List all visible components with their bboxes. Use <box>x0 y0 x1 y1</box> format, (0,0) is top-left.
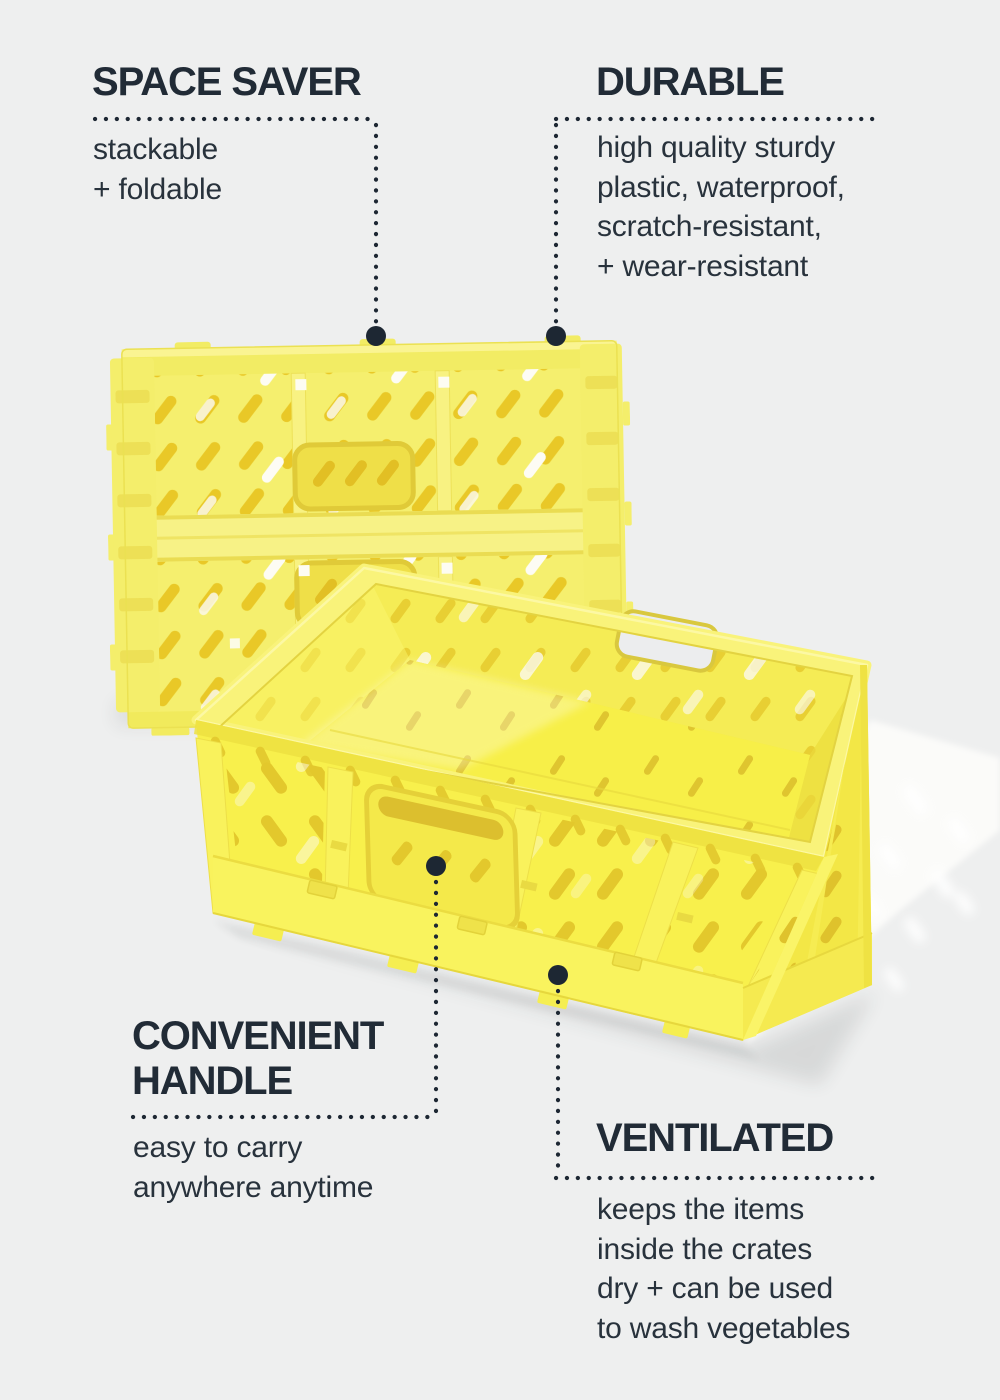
folded-crate-shadow <box>115 700 365 726</box>
open-crate-right-wall <box>742 665 873 1040</box>
callout-title: SPACE SAVER <box>92 60 362 104</box>
folded-crate-handle-recesses <box>292 441 418 630</box>
callout-dot-space-saver <box>366 326 386 346</box>
folded-crate-image <box>106 335 634 736</box>
base-latches <box>306 879 643 972</box>
callout-ventilated: VENTILATED <box>596 1116 834 1161</box>
light-patch <box>115 700 1000 1046</box>
open-crate-back-handle-cutout <box>614 609 720 673</box>
folded-crate-feet <box>151 720 596 736</box>
callout-title: DURABLE <box>596 60 785 104</box>
open-crate-floor <box>255 660 810 892</box>
front-wall-top-slot-row <box>209 735 809 885</box>
open-crate-rim <box>191 563 872 862</box>
folded-crate-side-rails <box>106 343 634 713</box>
callout-space-saver: SPACE SAVER <box>92 60 362 105</box>
callout-title: CONVENIENT HANDLE <box>132 1014 384 1104</box>
folded-crate-middle-band <box>124 507 621 563</box>
callout-dot-handle <box>426 856 446 876</box>
callout-dot-ventilated <box>548 965 568 985</box>
callout-durable-description: high quality sturdy plastic, waterproof,… <box>597 131 845 283</box>
light-dapples <box>836 784 975 992</box>
folded-crate-panels <box>154 368 587 712</box>
callout-ventilated-description: keeps the items inside the crates dry + … <box>597 1193 851 1345</box>
front-wall-base-band <box>213 856 743 1040</box>
callout-title: VENTILATED <box>596 1116 834 1160</box>
callout-dot-durable <box>546 326 566 346</box>
callout-durable: DURABLE <box>596 60 785 105</box>
callout-space-saver-description: stackable + foldable <box>93 133 222 206</box>
callout-convenient-handle: CONVENIENT HANDLE <box>132 1014 384 1104</box>
open-crate-front-wall <box>194 720 825 1041</box>
open-crate-interior <box>196 568 867 892</box>
front-wall-rails <box>195 737 825 1041</box>
folded-crate-body <box>106 335 634 736</box>
open-crate-handle <box>364 783 520 931</box>
callout-convenient-handle-description: easy to carry anywhere anytime <box>133 1131 374 1204</box>
